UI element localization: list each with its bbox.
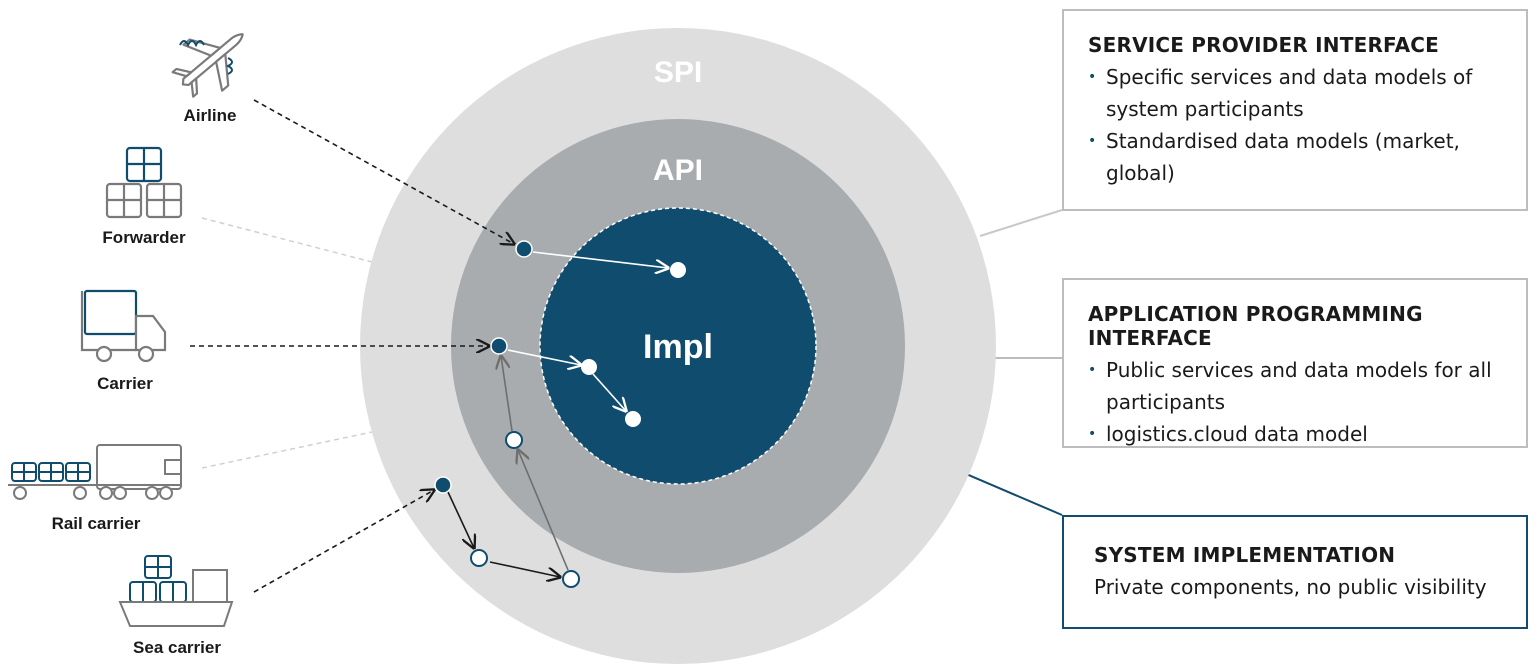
flow-arrow — [489, 561, 560, 577]
api-box-title: APPLICATION PROGRAMMING INTERFACE — [1088, 302, 1423, 350]
node-filled — [515, 240, 533, 258]
api-label: API — [653, 154, 703, 187]
flow-arrow — [507, 349, 581, 365]
spi-info-box: SERVICE PROVIDER INTERFACE Specific serv… — [1062, 9, 1528, 211]
api-bullet-list: Public services and data models for all … — [1088, 354, 1520, 450]
airline-connector — [253, 99, 514, 244]
actor-label-carrier: Carrier — [97, 374, 153, 393]
api-bullet: Public services and data models for all … — [1088, 354, 1520, 418]
actor-label-forwarder: Forwarder — [102, 228, 186, 247]
rail-connector — [201, 431, 373, 469]
node-white — [670, 262, 686, 278]
impl-core — [539, 207, 817, 485]
flow-arrow — [532, 251, 668, 268]
node-open — [505, 431, 523, 449]
impl-box-text: Private components, no public visibility — [1094, 575, 1487, 599]
airplane-icon — [171, 33, 244, 98]
ship-icon — [118, 555, 234, 627]
api-bullet: logistics.cloud data model — [1088, 418, 1520, 450]
sea-carrier-connector — [253, 490, 434, 593]
truck-icon — [80, 289, 167, 363]
packages-icon — [105, 146, 183, 219]
spi-bullet: Standardised data models (market, global… — [1088, 125, 1516, 189]
flow-arrow — [518, 450, 569, 571]
impl-label: Impl — [643, 328, 713, 366]
spi-bullet-list: Specific services and data models of sys… — [1088, 61, 1516, 189]
node-white — [625, 411, 641, 427]
spi-bullet: Specific services and data models of sys… — [1088, 61, 1516, 125]
flow-arrow — [592, 373, 626, 411]
flow-arrow — [501, 356, 513, 432]
node-filled — [434, 476, 452, 494]
actor-label-airline: Airline — [183, 106, 237, 125]
actor-label-sea-carrier: Sea carrier — [133, 638, 221, 657]
forwarder-connector — [201, 217, 373, 263]
node-open — [562, 570, 580, 588]
flow-arrow — [447, 491, 474, 548]
actor-label-rail-carrier: Rail carrier — [51, 514, 141, 533]
train-icon — [8, 444, 182, 500]
spi-box-title: SERVICE PROVIDER INTERFACE — [1088, 33, 1440, 57]
spi-leader-line — [979, 209, 1063, 237]
wind-lines — [179, 40, 233, 75]
spi-label: SPI — [654, 56, 702, 89]
impl-info-box: SYSTEM IMPLEMENTATION Private components… — [1062, 515, 1528, 629]
node-white — [581, 359, 597, 375]
node-open — [470, 549, 488, 567]
impl-box-title: SYSTEM IMPLEMENTATION — [1094, 543, 1396, 567]
node-filled — [490, 337, 508, 355]
api-info-box: APPLICATION PROGRAMMING INTERFACE Public… — [1062, 278, 1528, 450]
